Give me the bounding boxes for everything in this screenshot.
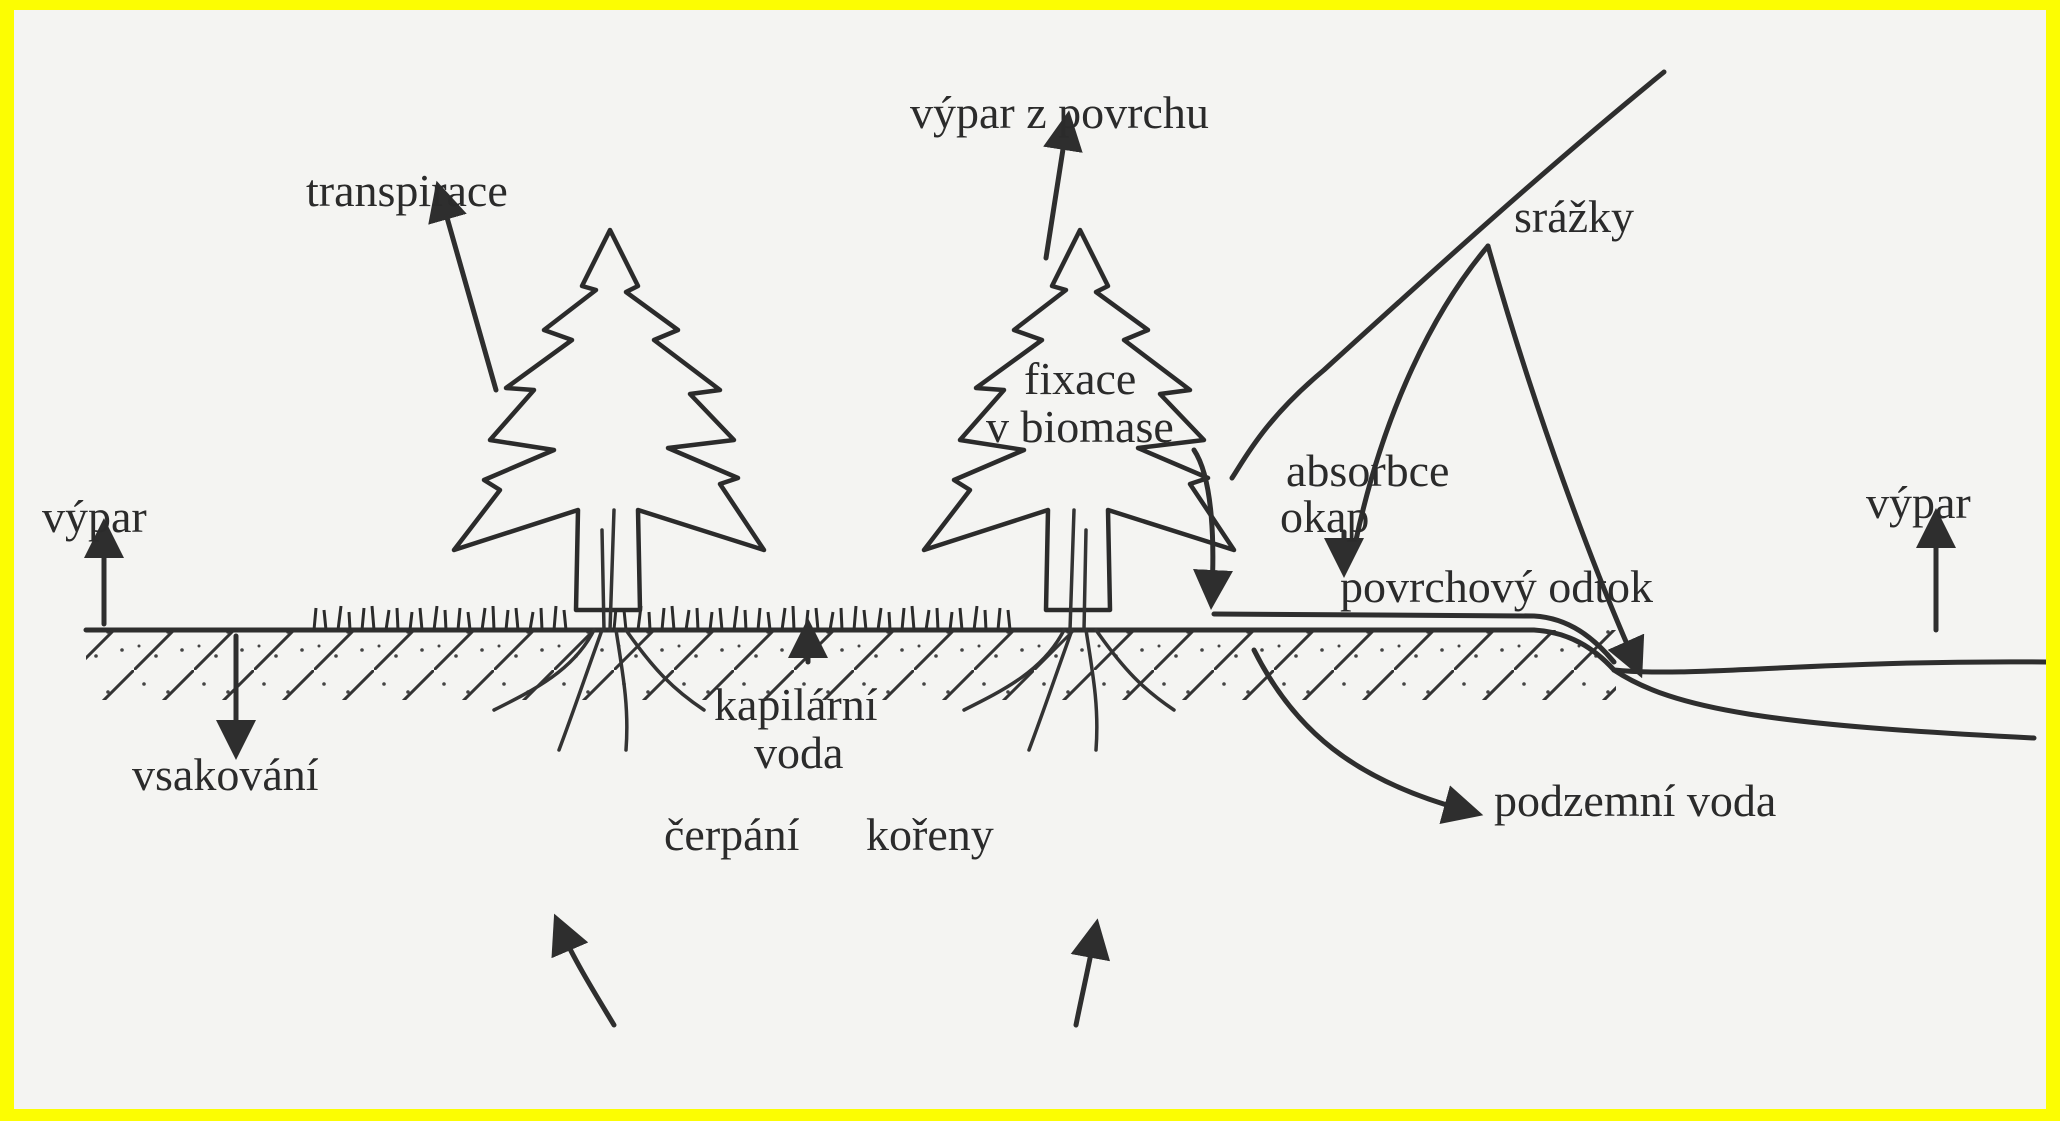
label-fixace: fixace: [1024, 353, 1136, 404]
water-cycle-diagram: výpar z povrchu transpirace srážky fixac…: [14, 10, 2046, 1109]
label-v-biomase: v biomase: [986, 401, 1174, 452]
arrow-transpirace: [442, 200, 496, 390]
label-koreny: kořeny: [866, 809, 994, 860]
label-okap: okap: [1280, 491, 1369, 542]
label-vypar-right: výpar: [1866, 477, 1971, 528]
label-srazky: srážky: [1514, 191, 1634, 242]
label-absorbce: absorbce: [1286, 445, 1449, 496]
label-vypar-left: výpar: [42, 491, 147, 542]
diagram-frame: výpar z povrchu transpirace srážky fixac…: [14, 10, 2046, 1109]
river-bed: [1614, 670, 2034, 738]
label-vypar-z-povrchu: výpar z povrchu: [910, 87, 1209, 138]
label-voda: voda: [754, 727, 843, 778]
label-vsakovani: vsakování: [132, 749, 319, 800]
label-transpirace: transpirace: [306, 165, 508, 216]
label-podzemni-voda: podzemní voda: [1494, 775, 1776, 826]
label-cerpani: čerpání: [664, 809, 800, 860]
label-kapilarni: kapilární: [714, 679, 878, 730]
arrow-cerpani: [562, 932, 614, 1025]
grass: [314, 606, 1010, 630]
arrow-vypar-z-povrchu: [1046, 130, 1066, 258]
river-surface: [1614, 662, 2046, 672]
label-povrchovy-odtok: povrchový odtok: [1340, 561, 1653, 612]
precipitation-line-main: [1232, 72, 1664, 478]
arrow-koreny: [1076, 938, 1094, 1025]
